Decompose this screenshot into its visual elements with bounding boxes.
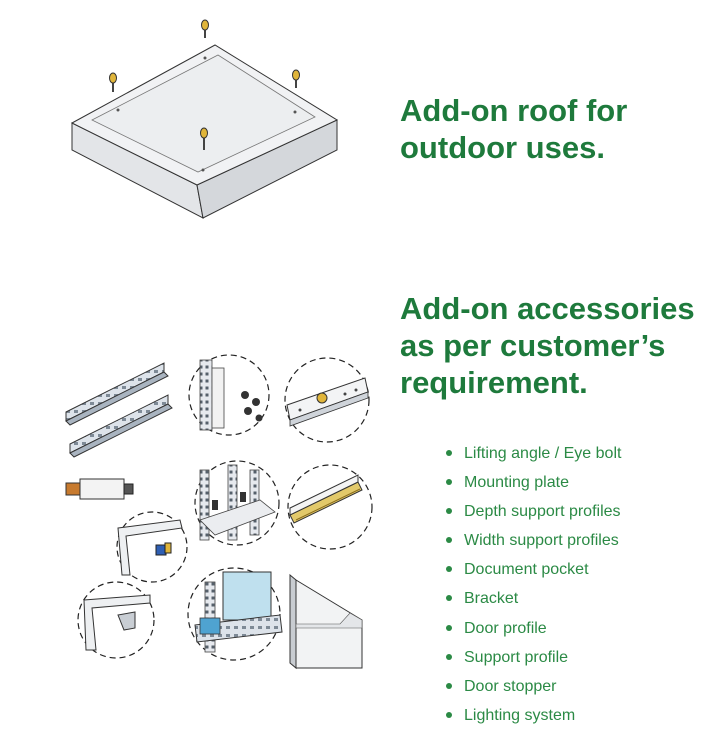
bullet-icon [446,537,452,544]
accessories-heading: Add-on accessories as per customer’s req… [400,290,700,401]
bullet-icon [446,479,452,486]
lighting-system-illustration [65,478,134,500]
roof-illustration [70,19,339,219]
detail-bracket [116,511,188,583]
accessories-heading-line: Add-on accessories [400,291,695,326]
detail-support-profile [187,567,283,661]
list-item: Document pocket [444,555,621,584]
list-item-label: Width support profiles [464,532,619,550]
list-item: Door stopper [444,672,621,701]
bullet-icon [446,711,452,718]
list-item-label: Support profile [464,648,569,666]
detail-lifting-angle [188,354,270,436]
bullet-icon [446,682,452,689]
list-item-label: Door stopper [464,677,557,695]
list-item: Door profile [444,614,621,643]
eye-bolt-icon [200,127,208,150]
list-item: Support profile [444,643,621,672]
detail-width-profile [284,357,370,443]
list-item: Depth support profiles [444,497,621,526]
list-item-label: Lighting system [464,706,576,724]
bullet-icon [446,508,452,515]
list-item: Lifting angle / Eye bolt [444,439,621,468]
list-item: Mounting plate [444,468,621,497]
list-item-label: Door profile [464,619,547,637]
document-pocket-illustration [289,573,363,670]
roof-heading: Add-on roof for outdoor uses. [400,92,700,166]
roof-heading-line: outdoor uses. [400,130,605,165]
accessories-heading-line: requirement. [400,365,588,400]
list-item: Bracket [444,584,621,613]
detail-door-stopper [77,581,155,659]
detail-mounting-frame [194,460,280,546]
roof-heading-line: Add-on roof for [400,93,628,128]
list-item-label: Lifting angle / Eye bolt [464,445,622,462]
bullet-icon [446,566,452,573]
support-profiles-illustration [65,362,173,458]
eye-bolt-icon [292,69,300,88]
list-item-label: Document pocket [464,561,589,579]
eye-bolt-icon [201,19,209,38]
eye-bolt-icon [109,72,117,92]
accessories-list: Lifting angle / Eye bolt Mounting plate … [444,439,621,730]
list-item-label: Depth support profiles [464,503,621,521]
bullet-icon [446,450,452,456]
list-item-label: Mounting plate [464,474,569,492]
list-item: Lighting system [444,701,621,730]
accessories-heading-line: as per customer’s [400,328,666,363]
bullet-icon [446,653,452,660]
bullet-icon [446,595,452,602]
list-item-label: Bracket [464,590,519,608]
bullet-icon [446,624,452,631]
detail-door-profile [287,464,373,550]
list-item: Width support profiles [444,526,621,555]
